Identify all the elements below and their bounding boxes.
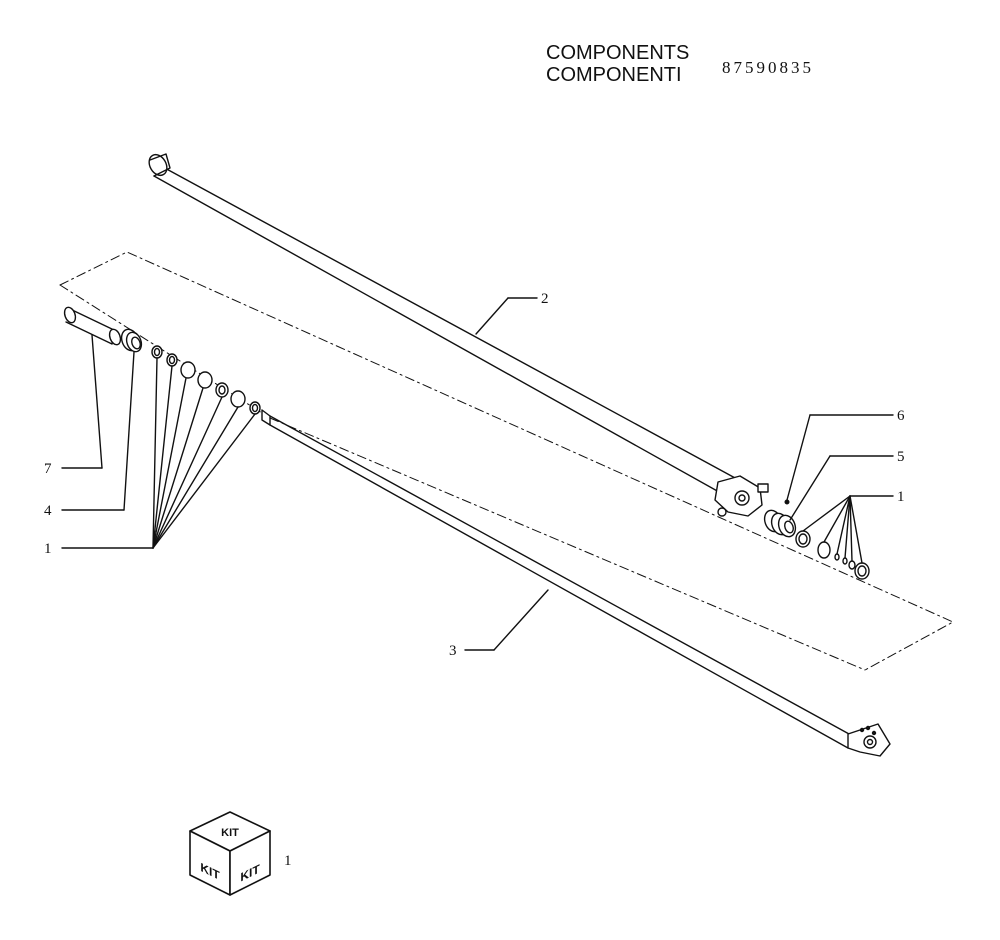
callout-4: 4 bbox=[44, 503, 52, 519]
kit-label-top: KIT bbox=[221, 827, 239, 839]
callout-1-left: 1 bbox=[44, 541, 52, 557]
piston-rod-part-3 bbox=[261, 409, 891, 757]
header-title-it: COMPONENTI bbox=[546, 64, 682, 86]
leader-line-6 bbox=[786, 414, 894, 501]
gland-part-5 bbox=[763, 509, 797, 538]
kit-cube-icon bbox=[189, 811, 271, 896]
header-title-en: COMPONENTS bbox=[546, 42, 690, 64]
part-code: 87590835 bbox=[722, 58, 814, 77]
callout-7: 7 bbox=[44, 461, 52, 477]
piston-part-7 bbox=[63, 306, 122, 346]
kit-boundary-outline bbox=[59, 251, 954, 671]
leader-line-3 bbox=[464, 589, 549, 651]
callout-1-right: 1 bbox=[897, 489, 905, 505]
cylinder-barrel-part-2 bbox=[148, 153, 769, 517]
leader-line-1-right bbox=[802, 495, 894, 564]
leader-line-4 bbox=[61, 351, 135, 511]
callout-5: 5 bbox=[897, 449, 905, 465]
seal-kit-right-part-1 bbox=[795, 530, 870, 580]
callout-6: 6 bbox=[897, 408, 905, 424]
leader-line-5 bbox=[789, 455, 894, 521]
callout-3: 3 bbox=[449, 643, 457, 659]
plug-part-6 bbox=[784, 499, 790, 505]
kit-boundary-left-edge bbox=[59, 284, 271, 419]
kit-callout-1: 1 bbox=[284, 853, 292, 869]
leader-line-7 bbox=[61, 334, 103, 469]
gland-nut-part-4 bbox=[120, 328, 143, 353]
leader-line-2 bbox=[475, 297, 538, 335]
seal-kit-left-part-1 bbox=[151, 345, 261, 415]
leader-line-1-left bbox=[61, 357, 256, 549]
callout-2: 2 bbox=[541, 291, 549, 307]
kit-boundary-lower-edge bbox=[269, 417, 866, 671]
